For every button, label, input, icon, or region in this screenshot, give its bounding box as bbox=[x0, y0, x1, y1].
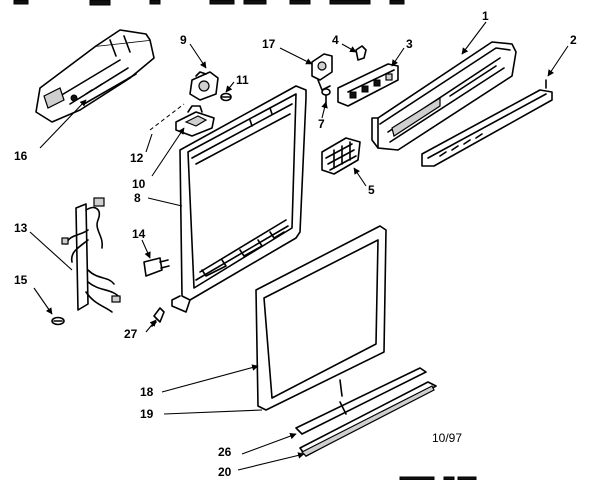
part-2-escutcheon bbox=[421, 79, 553, 167]
part-3-control-module bbox=[337, 63, 399, 107]
label-part-3: 3 bbox=[406, 37, 413, 51]
label-part-10: 10 bbox=[132, 177, 146, 191]
part-17-bracket bbox=[311, 53, 333, 91]
label-part-5: 5 bbox=[368, 183, 375, 197]
label-part-17: 17 bbox=[262, 37, 276, 51]
part-5-button-set bbox=[321, 137, 361, 175]
part-13-wire-harness bbox=[61, 197, 121, 313]
part-14-switch bbox=[143, 257, 170, 277]
part-26-trim bbox=[295, 367, 427, 435]
label-part-16: 16 bbox=[14, 149, 28, 163]
label-part-12: 12 bbox=[130, 151, 144, 165]
part-4-clip bbox=[355, 45, 367, 61]
part-12-alignment-dash bbox=[149, 103, 185, 131]
part-8-door-frame bbox=[171, 85, 307, 313]
label-part-7: 7 bbox=[318, 117, 325, 131]
label-part-18: 18 bbox=[140, 385, 154, 399]
label-part-13: 13 bbox=[14, 221, 28, 235]
label-part-14: 14 bbox=[132, 227, 146, 241]
label-part-1: 1 bbox=[482, 9, 489, 23]
part-20-bottom-trim bbox=[299, 381, 437, 457]
date-code: 10/97 bbox=[432, 431, 462, 445]
label-part-2: 2 bbox=[570, 33, 577, 47]
label-part-20: 20 bbox=[218, 465, 232, 479]
part-1-console-panel bbox=[371, 41, 517, 151]
part-15-screw bbox=[51, 316, 65, 326]
label-part-26: 26 bbox=[218, 445, 232, 459]
part-9-latch-bracket bbox=[189, 71, 219, 101]
label-part-9: 9 bbox=[180, 33, 187, 47]
leader-lines bbox=[29, 21, 569, 471]
label-part-19: 19 bbox=[140, 407, 154, 421]
label-part-4: 4 bbox=[332, 33, 339, 47]
label-part-15: 15 bbox=[14, 273, 28, 287]
label-part-11: 11 bbox=[236, 73, 249, 87]
part-18-inner-panel bbox=[263, 239, 379, 399]
part-11-screw bbox=[220, 92, 232, 102]
part-10-latch bbox=[175, 105, 215, 137]
part-16-vent-housing bbox=[35, 29, 155, 123]
top-edge-fragments bbox=[13, 0, 405, 6]
label-part-27: 27 bbox=[124, 327, 138, 341]
label-part-8: 8 bbox=[134, 191, 141, 205]
